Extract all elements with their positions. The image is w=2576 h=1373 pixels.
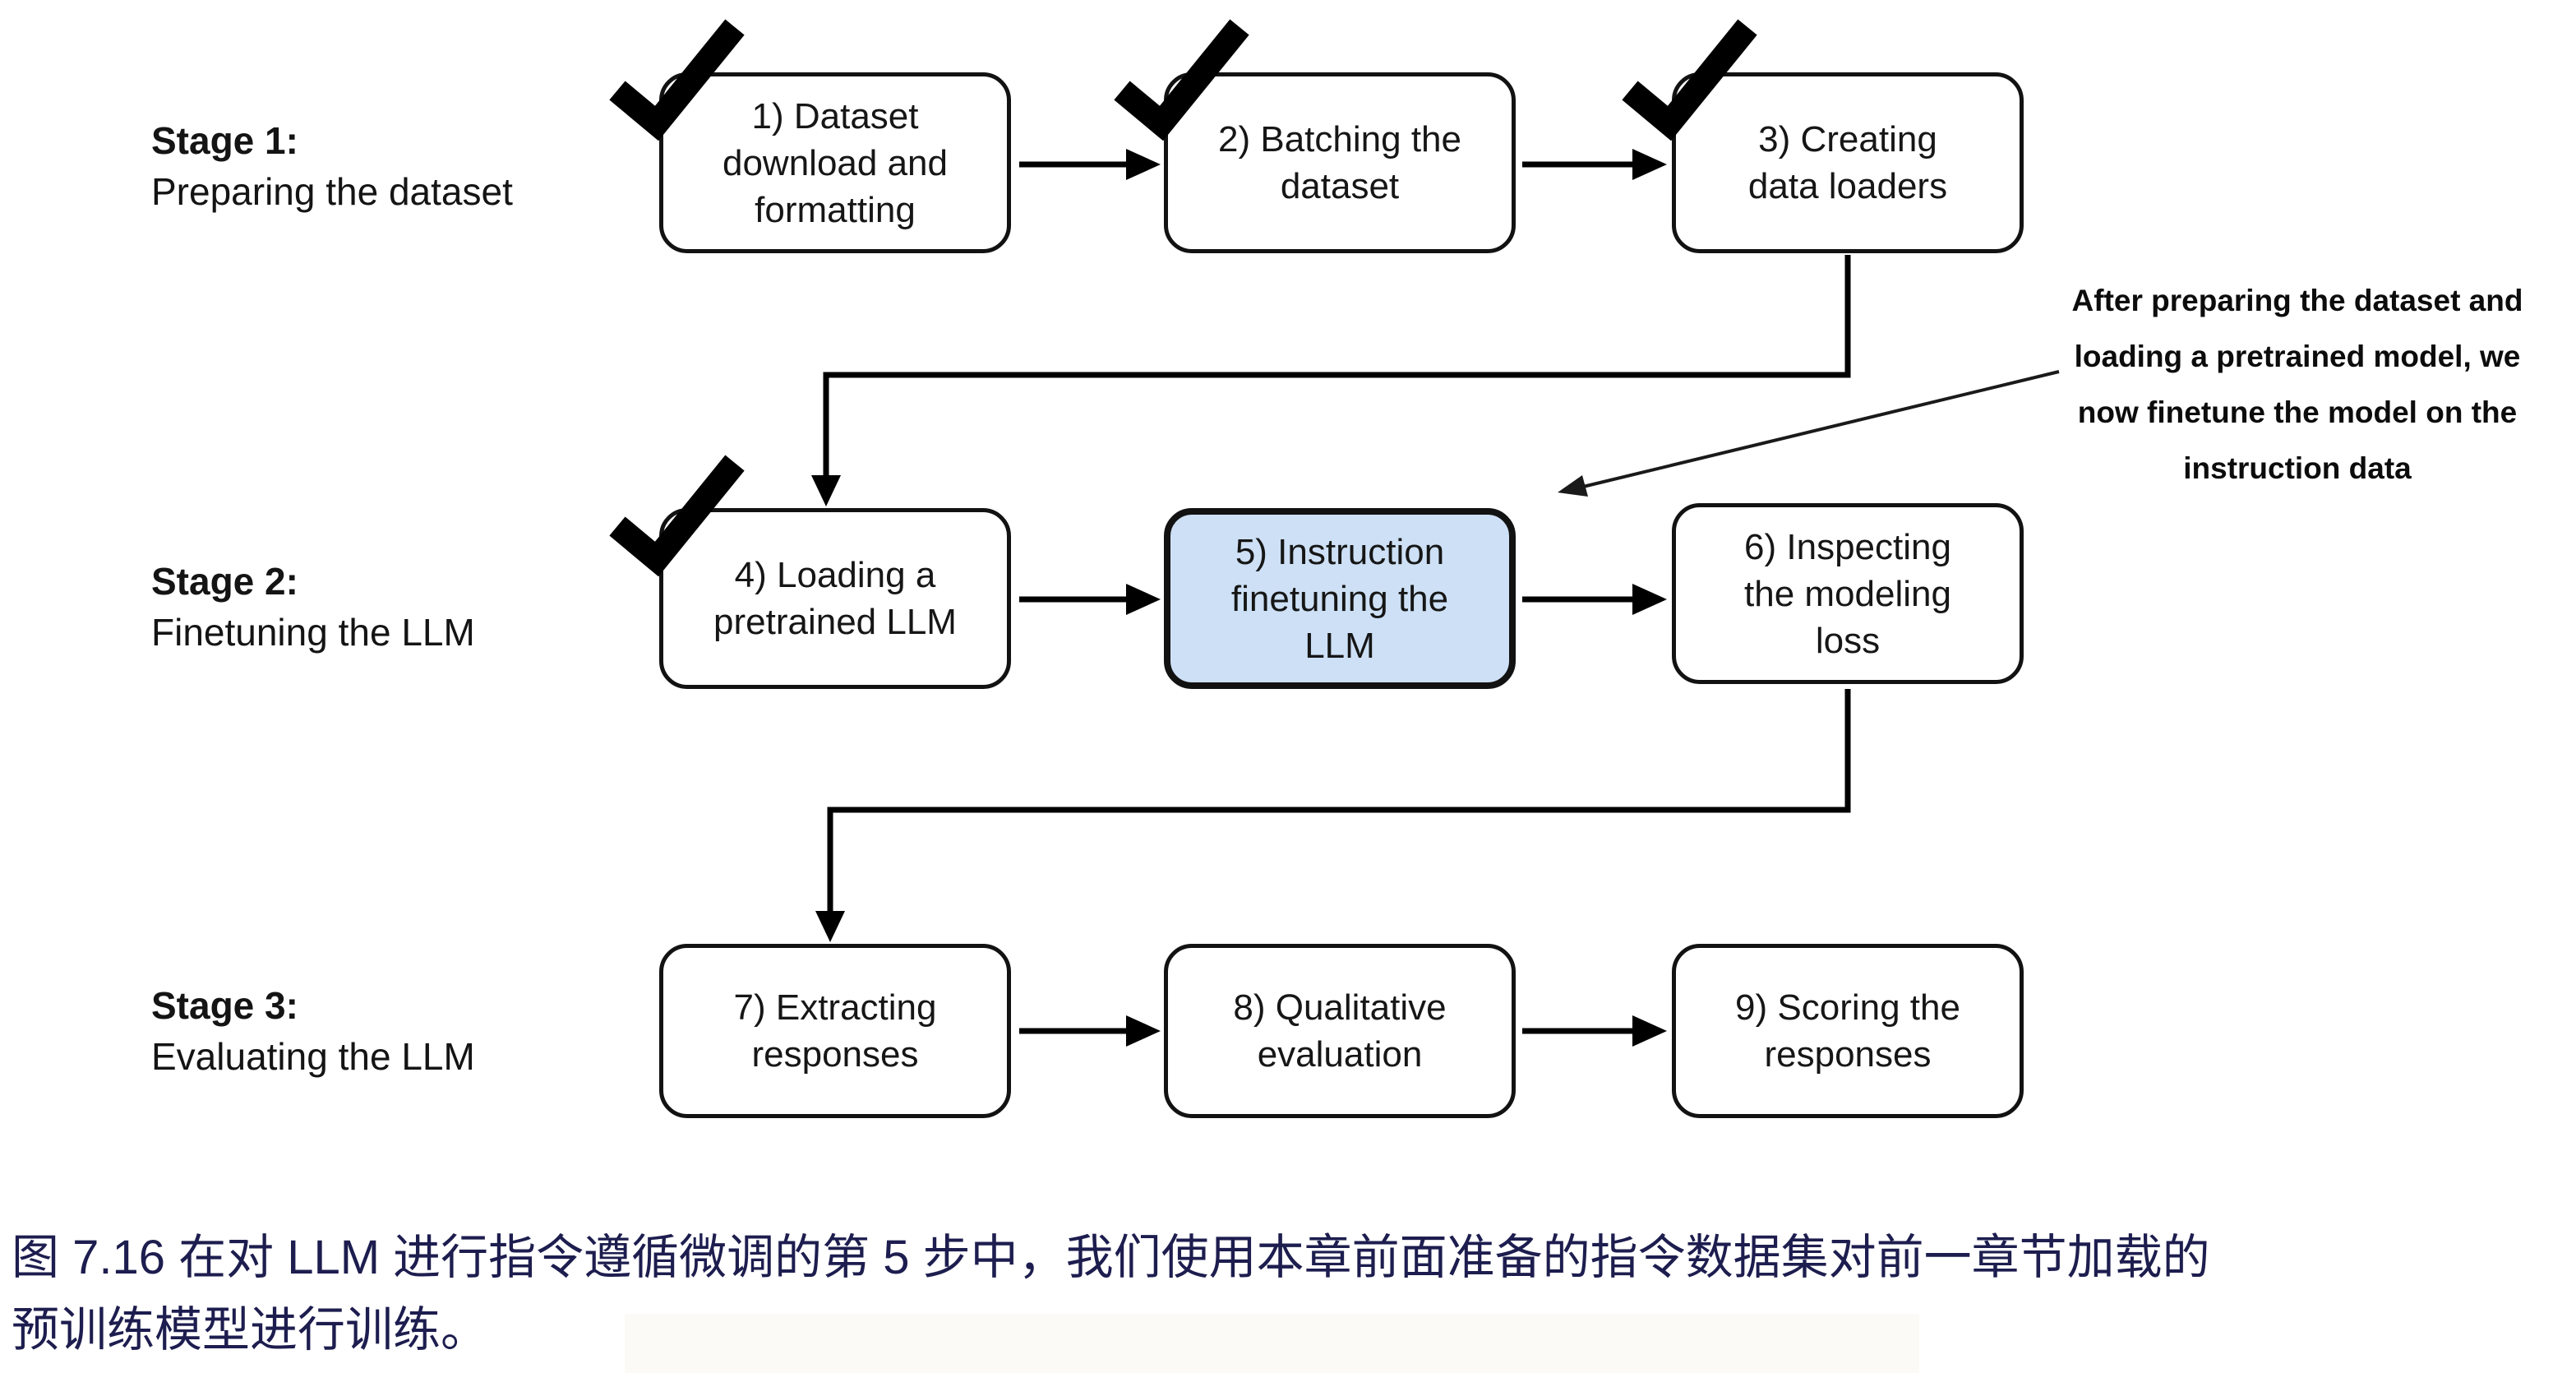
flow-box-6-line: loss [1815,620,1881,661]
annotation-note: After preparing the dataset and loading … [2014,273,2576,497]
flow-box-1-line: formatting [755,189,916,230]
annotation-line: loading a pretrained model, we [2074,340,2521,373]
flow-box-7: 7) Extracting responses [659,944,1011,1118]
stage-2-subtitle: Finetuning the LLM [151,611,475,654]
flow-box-5-line: 5) Instruction [1235,531,1445,572]
flow-box-6-line: the modeling [1744,573,1951,614]
flow-box-8-line: evaluation [1257,1034,1423,1075]
flow-box-1-line: download and [722,142,948,183]
figure-caption: 图 7.16 在对 LLM 进行指令遵循微调的第 5 步中，我们使用本章前面准备… [12,1222,2568,1366]
stage-1-title: Stage 1: [151,119,298,162]
flow-box-4-line: 4) Loading a [734,555,936,595]
annotation-pointer-arrow [1558,370,2060,497]
connector-box3-box4 [811,255,1851,506]
flow-box-1: 1) Dataset download and formatting [609,19,1011,253]
arrow-box7-box8 [1019,1015,1161,1047]
stage-1-label: Stage 1: Preparing the dataset [151,115,513,217]
stage-3-title: Stage 3: [151,984,298,1027]
stage-3-label: Stage 3: Evaluating the LLM [151,980,475,1082]
stage-3-subtitle: Evaluating the LLM [151,1035,475,1078]
arrow-box1-box2 [1019,149,1161,180]
flow-box-3-line: 3) Creating [1758,119,1937,159]
flow-box-3: 3) Creating data loaders [1622,19,2024,253]
annotation-line: now finetune the model on the [2077,395,2518,429]
flow-box-7-line: 7) Extracting [733,987,937,1028]
caption-line-2: 预训练模型进行训练。 [12,1303,489,1357]
flow-box-6: 6) Inspecting the modeling loss [1672,503,2024,684]
stage-1-subtitle: Preparing the dataset [151,170,513,213]
connector-box6-box7 [815,689,1851,942]
flow-box-9-line: responses [1764,1034,1932,1075]
annotation-line: instruction data [2183,451,2412,485]
flow-box-1-line: 1) Dataset [751,95,919,136]
flow-box-4-line: pretrained LLM [713,602,957,642]
flow-box-2: 2) Batching the dataset [1114,19,1516,253]
caption-line-1: 图 7.16 在对 LLM 进行指令遵循微调的第 5 步中，我们使用本章前面准备… [12,1231,2210,1284]
stage-2-title: Stage 2: [151,560,298,603]
flow-box-2-line: dataset [1280,166,1400,206]
flow-box-5-line: LLM [1304,625,1375,666]
stage-2-label: Stage 2: Finetuning the LLM [151,556,475,658]
annotation-line: After preparing the dataset and [2071,284,2523,317]
flow-box-5-line: finetuning the [1230,578,1449,619]
arrow-box4-box5 [1019,584,1161,615]
flow-box-8: 8) Qualitative evaluation [1164,944,1516,1118]
flow-box-9: 9) Scoring the responses [1672,944,2024,1118]
flow-box-9-line: 9) Scoring the [1735,987,1960,1028]
flow-box-4: 4) Loading a pretrained LLM [609,455,1011,689]
arrow-box2-box3 [1522,149,1667,180]
bottom-faint-band [625,1314,1919,1373]
flow-box-6-line: 6) Inspecting [1744,526,1951,567]
arrow-box8-box9 [1522,1015,1667,1047]
flow-box-5-highlighted: 5) Instruction finetuning the LLM [1164,508,1516,689]
flow-box-7-line: responses [751,1034,919,1075]
arrow-box5-box6 [1522,584,1667,615]
flow-box-2-line: 2) Batching the [1218,119,1461,159]
flow-box-8-line: 8) Qualitative [1233,987,1447,1028]
flow-box-3-line: data loaders [1747,166,1948,206]
